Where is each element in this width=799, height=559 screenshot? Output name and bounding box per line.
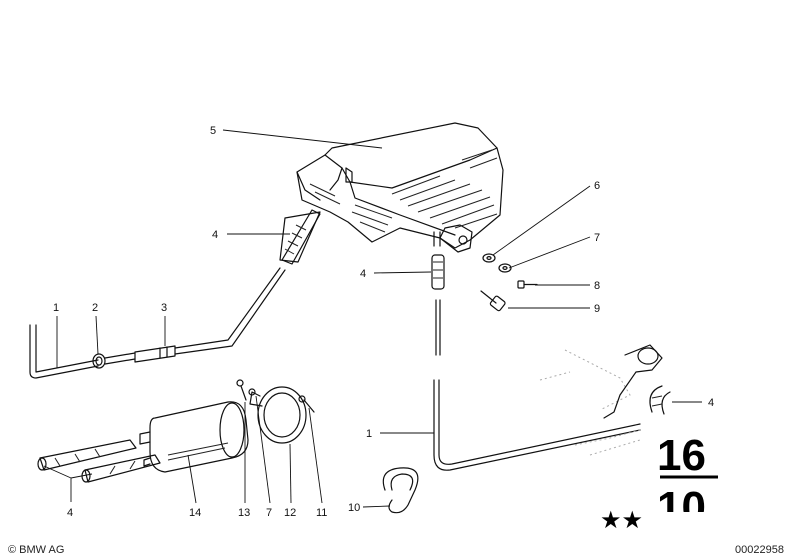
callout-10: 10 (348, 502, 360, 514)
screw-part-13 (236, 379, 247, 401)
hose-part-4-right (649, 385, 671, 415)
callout-6: 6 (594, 180, 600, 192)
callout-5: 5 (210, 125, 216, 137)
image-number: 00022958 (735, 544, 784, 556)
bolt-part-11 (298, 395, 315, 413)
washer-part-6 (482, 253, 496, 263)
callout-8: 8 (594, 280, 600, 292)
callout-12: 12 (284, 507, 296, 519)
clip-part-2 (92, 353, 106, 369)
leader-lines (43, 129, 702, 508)
callout-7-lower: 7 (266, 507, 272, 519)
strap-part-10 (382, 467, 419, 514)
callout-3: 3 (161, 302, 167, 314)
callout-4-upper-left: 4 (212, 229, 218, 241)
callouts: 5 6 7 4 4 8 9 1 2 3 4 1 4 14 13 7 12 11 … (53, 125, 714, 519)
group-main-number: 16 (657, 431, 706, 480)
group-sub-number: 10 (657, 483, 706, 532)
pipe-part-1-left (29, 267, 286, 379)
callout-4-upper-mid: 4 (360, 268, 366, 280)
callout-2: 2 (92, 302, 98, 314)
tank-part-5 (296, 122, 504, 253)
callout-9: 9 (594, 303, 600, 315)
callout-14: 14 (189, 507, 201, 519)
hose-part-4-upper-mid (431, 254, 445, 290)
callout-4-right: 4 (708, 397, 714, 409)
pipe-part-1-right (433, 299, 641, 471)
callout-13: 13 (238, 507, 250, 519)
connector-part-3 (134, 345, 176, 363)
washer-part-7 (498, 263, 512, 273)
callout-1-right: 1 (366, 428, 372, 440)
callout-7: 7 (594, 232, 600, 244)
filter-part-14 (139, 401, 249, 473)
bolt-part-9 (480, 290, 506, 312)
ghost-filler-neck (539, 344, 663, 456)
stars-marker: ★★ (600, 506, 643, 534)
callout-1-left: 1 (53, 302, 59, 314)
clamp-part-12 (249, 386, 307, 444)
group-label: 16 10 ★★ (600, 431, 718, 534)
screw-part-8 (517, 280, 538, 289)
copyright-text: © BMW AG (8, 544, 64, 556)
callout-4-lower: 4 (67, 507, 73, 519)
callout-11: 11 (316, 507, 327, 519)
hose-part-4-upper-left (279, 209, 321, 265)
hoses-part-4-lower (37, 439, 161, 483)
